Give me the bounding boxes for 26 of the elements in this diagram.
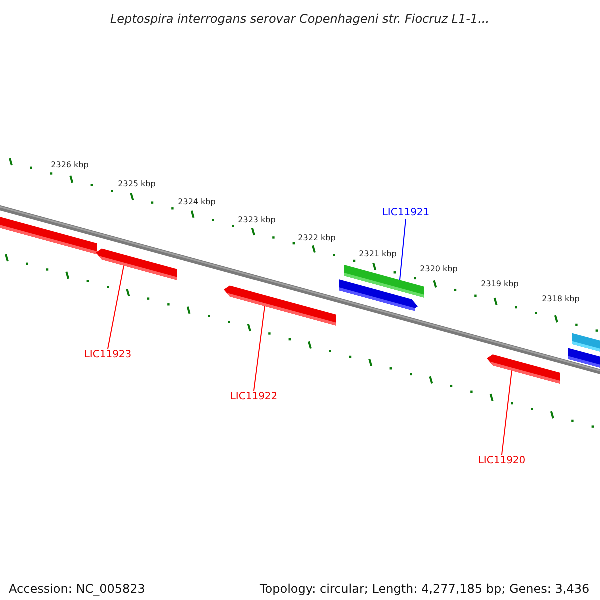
scale-label: 2323 kbp [238, 216, 276, 224]
title: Leptospira interrogans serovar Copenhageni str. Fiocruz L1-1... [110, 12, 490, 26]
gene-block [96, 248, 177, 280]
leader-line [400, 218, 406, 281]
gene-block [568, 348, 600, 370]
leader-line [108, 265, 124, 350]
gene-block [0, 216, 97, 254]
scale-label: 2324 kbp [178, 198, 216, 206]
scale-label: 2326 kbp [51, 160, 89, 170]
gene-block [224, 286, 336, 326]
gene-label: LIC11920 [478, 456, 526, 466]
scale-label: 2318 kbp [542, 294, 580, 304]
leader-line [254, 306, 266, 392]
gene-block [339, 280, 418, 312]
gene-block [487, 354, 560, 384]
genome-info-text: Topology: circular; Length: 4,277,185 bp; Genes: 3,436 [260, 582, 590, 596]
gene-label: LIC11923 [84, 350, 132, 360]
leader-line [502, 370, 512, 456]
scale-label: 2321 kbp [359, 250, 397, 258]
accession-text: Accession: NC_005823 [9, 582, 146, 596]
scale-label: 2325 kbp [118, 180, 156, 188]
scale-label: 2322 kbp [298, 234, 336, 242]
scale-label: 2319 kbp [481, 280, 519, 288]
gene-label: LIC11921 [382, 208, 430, 218]
scale-label: 2320 kbp [420, 264, 458, 274]
gene-label: LIC11922 [230, 392, 278, 402]
